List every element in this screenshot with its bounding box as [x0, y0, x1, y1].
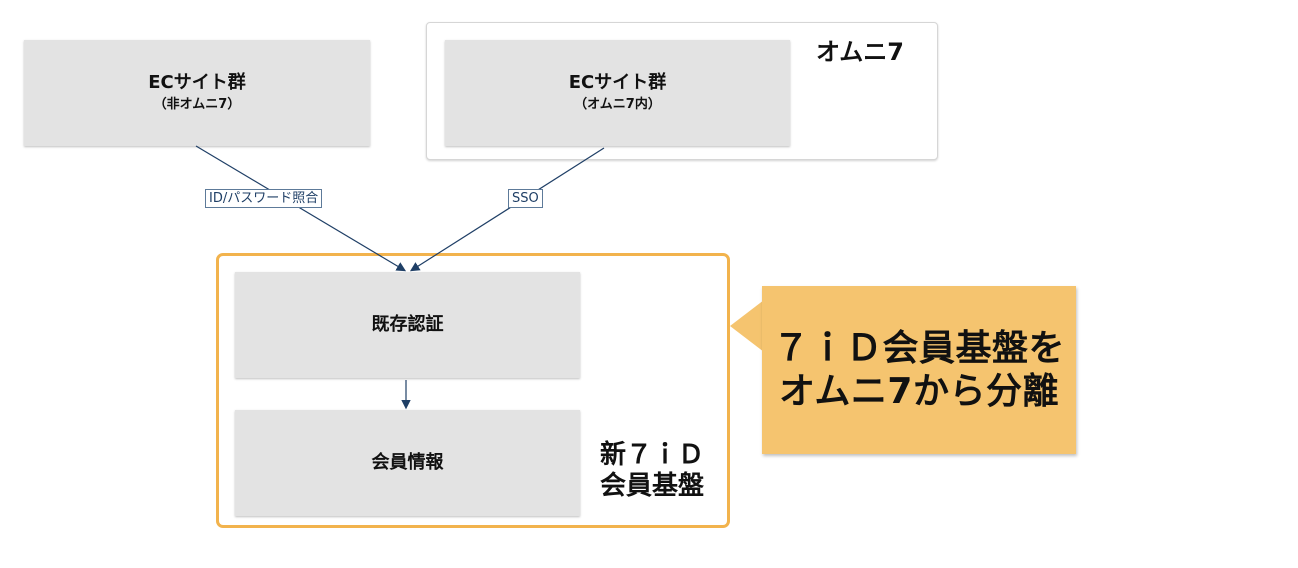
edge-sso-label: SSO	[508, 189, 543, 208]
callout-pointer	[730, 300, 764, 352]
node-member-info: 会員情報	[235, 410, 580, 516]
platform-group-title-line1: 新７ｉＤ	[600, 440, 705, 470]
omni7-group-title: オムニ7	[816, 38, 904, 66]
callout-line2: オムニ7から分離	[779, 371, 1059, 412]
node-ec-sites-non-omni7: ECサイト群 （非オムニ7）	[24, 40, 370, 146]
edge-sso-line	[409, 147, 605, 272]
platform-group-title: 新７ｉＤ 会員基盤	[600, 440, 704, 502]
node-existing-auth: 既存認証	[235, 272, 580, 378]
node-existing-auth-title: 既存認証	[371, 313, 444, 335]
callout-line1: ７ｉＤ会員基盤を	[772, 327, 1065, 369]
node-ec-sites-in-omni7-title: ECサイト群	[568, 72, 667, 94]
node-ec-sites-in-omni7-subtitle: （オムニ7内）	[574, 96, 661, 112]
edge-idpw-line	[195, 145, 407, 272]
node-ec-sites-in-omni7: ECサイト群 （オムニ7内）	[445, 40, 790, 146]
callout-box: ７ｉＤ会員基盤を オムニ7から分離	[762, 286, 1076, 454]
platform-group-title-line2: 会員基盤	[600, 471, 705, 502]
node-ec-sites-non-omni7-subtitle: （非オムニ7）	[153, 96, 241, 112]
edge-idpw-label: ID/パスワード照合	[205, 189, 323, 208]
node-ec-sites-non-omni7-title: ECサイト群	[148, 72, 246, 94]
node-member-info-title: 会員情報	[371, 451, 444, 473]
